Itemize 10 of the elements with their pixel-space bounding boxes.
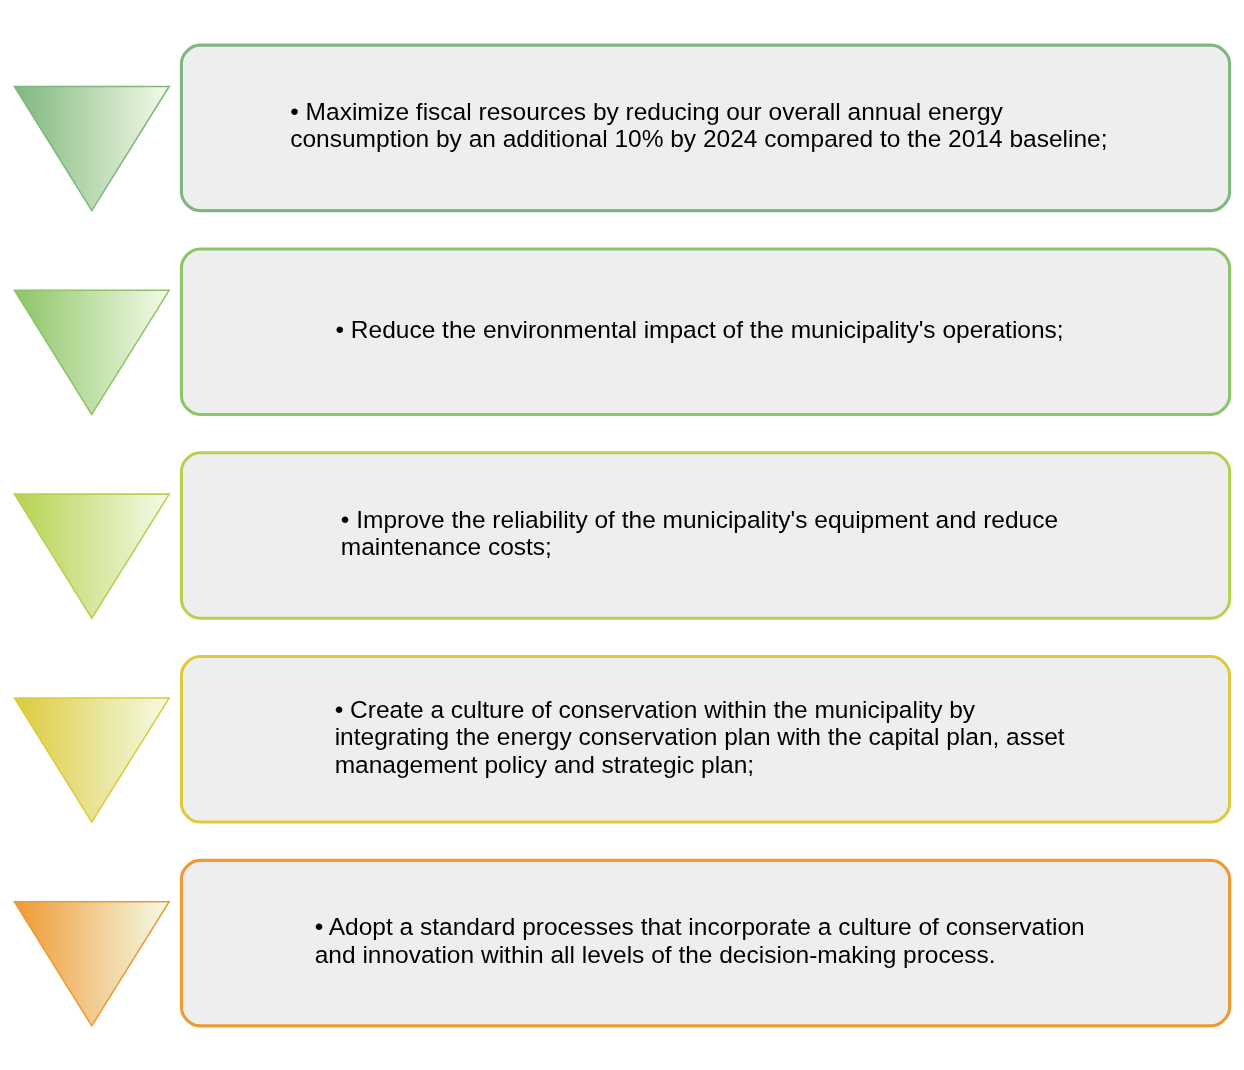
node-box: • Improve the reliability of the municipality's equipment and reduce maintenance costs; [179, 450, 1232, 620]
node-box: • Maximize fiscal resources by reducing our overall annual energy consumption by an additional 10% by 2024 compared to the 2014 baseline; [179, 43, 1232, 212]
node-chevron [13, 900, 171, 1027]
node-chevron [13, 85, 171, 212]
node-chevron [13, 289, 171, 416]
node-box: • Adopt a standard processes that incorporate a culture of conservation and innovation within all levels of the decision-making process. [179, 858, 1232, 1027]
node-chevron [13, 492, 171, 620]
node-box: • Reduce the environmental impact of the municipality's operations; [179, 246, 1232, 416]
node-chevron [13, 696, 171, 823]
node-box: • Create a culture of conservation within the municipality by integrating the energy conservation plan with the capital plan, asset management policy and strategic plan; [179, 654, 1232, 824]
